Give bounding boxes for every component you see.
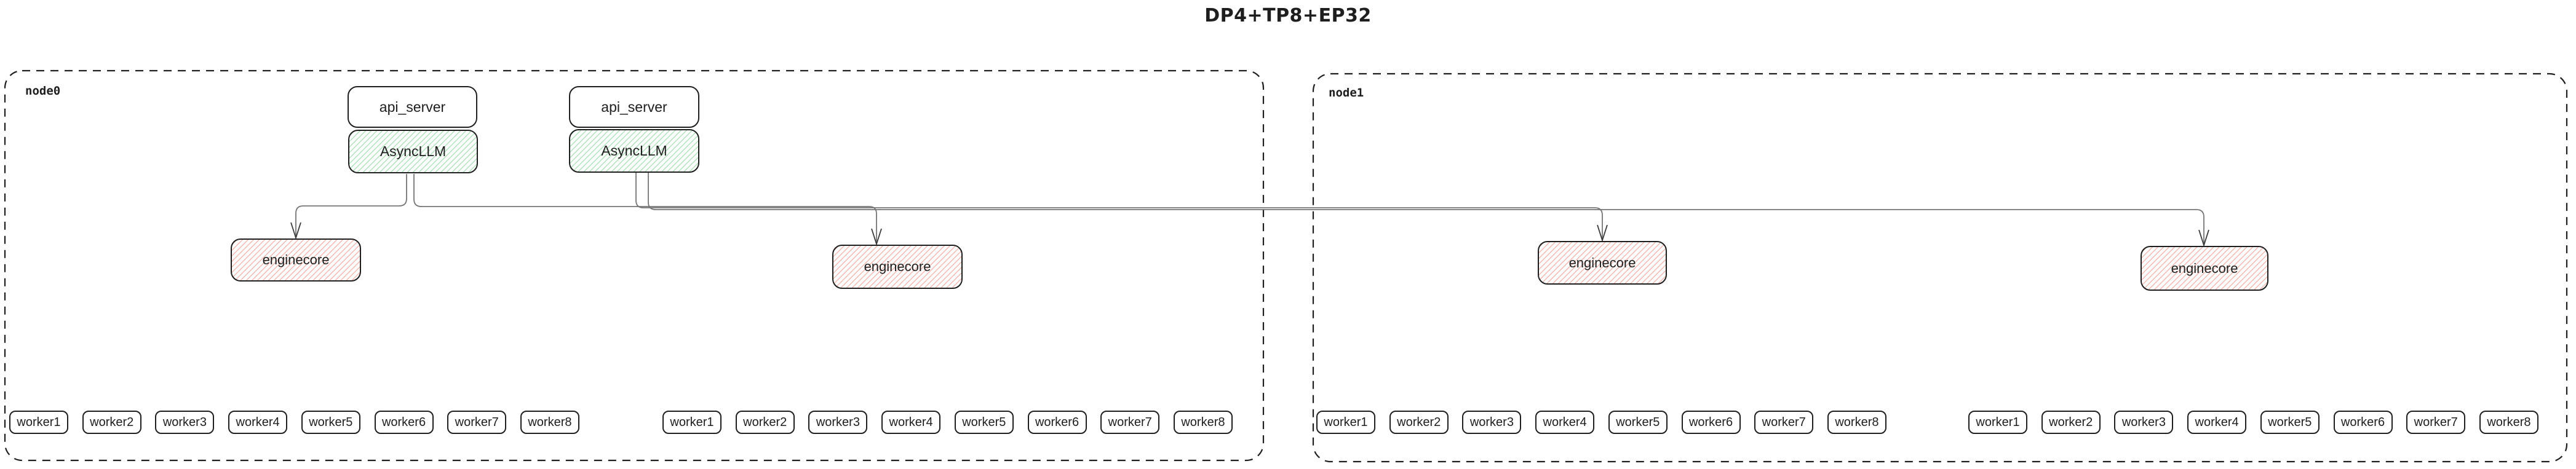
asyncllm-box-2: AsyncLLM bbox=[569, 129, 699, 173]
worker-box-g1-4: worker4 bbox=[228, 411, 288, 434]
node1-label: node1 bbox=[1329, 86, 1364, 100]
worker-box-g1-6: worker6 bbox=[374, 411, 434, 434]
diagram-title: DP4+TP8+EP32 bbox=[1204, 5, 1372, 26]
worker-box-g4-2: worker2 bbox=[2041, 411, 2101, 434]
worker-box-g2-1: worker1 bbox=[662, 411, 722, 434]
worker-box-g2-4: worker4 bbox=[881, 411, 941, 434]
worker-box-g4-8: worker8 bbox=[2479, 411, 2538, 434]
worker-box-g2-8: worker8 bbox=[1173, 411, 1233, 434]
worker-box-g3-2: worker2 bbox=[1389, 411, 1449, 434]
worker-group-3: worker1 worker2 worker3 worker4 worker5 worke… bbox=[1316, 411, 1886, 434]
worker-box-g3-3: worker3 bbox=[1462, 411, 1522, 434]
node1-border bbox=[1312, 73, 2568, 463]
api-server-box-1: api_server bbox=[348, 86, 477, 128]
worker-box-g4-6: worker6 bbox=[2333, 411, 2393, 434]
arrowhead-enginecore1 bbox=[290, 222, 301, 240]
edge-asyncllm2-enginecore3 bbox=[635, 173, 1603, 238]
worker-group-2: worker1 worker2 worker3 worker4 worker5 worke… bbox=[662, 411, 1233, 434]
api-server-box-2: api_server bbox=[569, 86, 699, 128]
worker-box-g3-8: worker8 bbox=[1827, 411, 1886, 434]
worker-box-g4-5: worker5 bbox=[2260, 411, 2320, 434]
worker-box-g3-6: worker6 bbox=[1681, 411, 1741, 434]
enginecore-box-2: enginecore bbox=[832, 245, 963, 289]
worker-box-g3-7: worker7 bbox=[1754, 411, 1814, 434]
worker-box-g2-7: worker7 bbox=[1100, 411, 1160, 434]
enginecore-box-1: enginecore bbox=[231, 238, 361, 282]
arrowhead-enginecore3 bbox=[1597, 224, 1608, 242]
worker-box-g1-1: worker1 bbox=[9, 411, 68, 434]
worker-box-g1-8: worker8 bbox=[520, 411, 579, 434]
worker-box-g1-5: worker5 bbox=[301, 411, 360, 434]
worker-box-g4-4: worker4 bbox=[2187, 411, 2247, 434]
worker-box-g2-5: worker5 bbox=[954, 411, 1014, 434]
worker-box-g1-2: worker2 bbox=[82, 411, 141, 434]
worker-group-4: worker1 worker2 worker3 worker4 worker5 worke… bbox=[1968, 411, 2538, 434]
node0-label: node0 bbox=[25, 84, 61, 98]
worker-box-g1-3: worker3 bbox=[155, 411, 215, 434]
enginecore-box-4: enginecore bbox=[2141, 246, 2268, 291]
worker-box-g3-4: worker4 bbox=[1535, 411, 1595, 434]
worker-box-g4-1: worker1 bbox=[1968, 411, 2027, 434]
worker-box-g2-6: worker6 bbox=[1027, 411, 1087, 434]
edge-asyncllm1-enginecore1 bbox=[295, 174, 407, 236]
edge-asyncllm2-enginecore4 bbox=[648, 173, 2204, 243]
worker-box-g3-5: worker5 bbox=[1608, 411, 1668, 434]
worker-box-g4-7: worker7 bbox=[2406, 411, 2466, 434]
arrowhead-enginecore4 bbox=[2198, 229, 2209, 247]
enginecore-box-3: enginecore bbox=[1538, 241, 1667, 285]
edge-asyncllm1-enginecore2 bbox=[413, 174, 877, 242]
worker-box-g2-3: worker3 bbox=[808, 411, 868, 434]
worker-group-1: worker1 worker2 worker3 worker4 worker5 worke… bbox=[9, 411, 579, 434]
worker-box-g4-3: worker3 bbox=[2114, 411, 2174, 434]
asyncllm-box-1: AsyncLLM bbox=[348, 130, 478, 173]
arrowhead-enginecore2 bbox=[871, 228, 882, 246]
worker-box-g3-1: worker1 bbox=[1316, 411, 1375, 434]
worker-box-g1-7: worker7 bbox=[447, 411, 507, 434]
worker-box-g2-2: worker2 bbox=[735, 411, 795, 434]
